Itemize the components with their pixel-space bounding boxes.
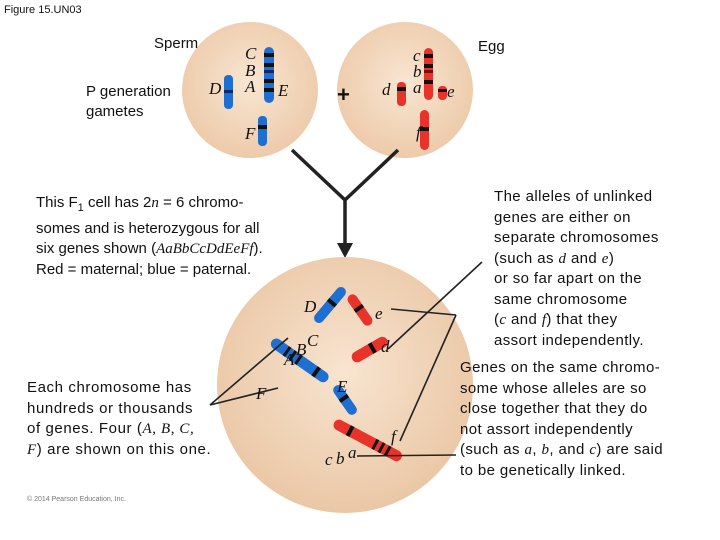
unlinked-caption-line-1: The alleles of unlinked	[494, 188, 653, 205]
f1-gene-f: f	[391, 427, 396, 446]
unlinked-caption: The alleles of unlinked genes are either…	[494, 187, 659, 351]
f1-gene-C: C	[307, 331, 319, 350]
figure-label: Figure 15.UN03	[4, 4, 82, 16]
chromosome-caption-line-4: F) are shown on this one.	[27, 440, 212, 458]
f1-gene-A: A	[284, 350, 295, 369]
unlinked-caption-line-3: separate chromosomes	[494, 229, 659, 246]
f1-caption-line-3: six genes shown (AaBbCcDdEeFf).	[36, 240, 263, 257]
unlinked-caption-line-2: genes are either on	[494, 208, 631, 226]
unlinked-caption-line-5: or so far apart on the	[494, 270, 643, 287]
linked-caption: Genes on the same chromo- some whose all…	[460, 358, 663, 481]
chromosome-caption-line-3: of genes. Four (A, B, C,	[27, 420, 195, 437]
p-generation-line-2: gametes	[86, 103, 144, 120]
sperm-label: Sperm	[154, 35, 199, 52]
fusion-arrow	[290, 148, 400, 245]
linked-caption-line-6: to be genetically linked.	[460, 461, 626, 479]
egg-label: Egg	[478, 38, 505, 55]
chromosome-caption-line-1: Each chromosome has	[27, 379, 192, 396]
f1-caption-line-1: This F1 cell has 2n = 6 chromo-	[36, 194, 244, 214]
linked-caption-line-2: some whose alleles are so	[460, 379, 647, 397]
f1-red-chromosome-e	[347, 294, 373, 326]
sperm-cell	[182, 22, 318, 158]
pointer-lines	[209, 261, 483, 457]
f1-gene-e: e	[375, 304, 383, 323]
chromosome-caption: Each chromosome has hundreds or thousand…	[27, 378, 211, 460]
sperm-gene-A: A	[245, 77, 256, 96]
f1-caption-line-4: Red = maternal; blue = paternal.	[36, 260, 252, 278]
egg-gene-a: a	[413, 78, 422, 97]
p-generation-label: P generation gametes	[86, 82, 171, 122]
f1-blue-chromosome-abc	[270, 338, 329, 383]
copyright-text: © 2014 Pearson Education, Inc.	[27, 496, 126, 503]
unlinked-caption-line-7: (c and f) that they	[494, 311, 618, 328]
plus-sign: +	[337, 82, 350, 107]
f1-gene-E: E	[337, 377, 348, 396]
f1-gene-B: B	[296, 340, 307, 359]
sperm-e-marker	[264, 88, 274, 92]
f1-gene-d: d	[381, 337, 390, 356]
linked-caption-line-1: Genes on the same chromo-	[460, 359, 661, 376]
f1-red-chromosome-abc	[333, 419, 402, 462]
linked-caption-line-3: close together that they do	[460, 400, 648, 417]
egg-chromosome-3	[438, 86, 447, 100]
unlinked-caption-line-6: same chromosome	[494, 290, 628, 308]
egg-chromosome-1	[397, 82, 406, 106]
egg-gene-c: c	[413, 46, 421, 65]
sperm-gene-D: D	[209, 79, 222, 98]
f1-gene-c: c	[325, 450, 333, 469]
egg-gene-d: d	[382, 80, 391, 99]
egg-gene-f: f	[416, 123, 421, 142]
f1-caption-line-2: somes and is heterozygous for all	[36, 219, 260, 237]
egg-gene-e: e	[447, 82, 455, 101]
f1-blue-chromosome-d	[314, 286, 346, 324]
f1-red-chromosome-d	[351, 336, 388, 363]
f1-gene-b: b	[336, 449, 345, 468]
linked-caption-line-4: not assort independently	[460, 420, 634, 438]
sperm-gene-E: E	[278, 81, 289, 100]
unlinked-caption-line-4: (such as d and e)	[494, 249, 615, 267]
f1-cell	[217, 257, 473, 513]
egg-chromosome-2	[424, 48, 433, 100]
egg-gene-b: b	[413, 62, 422, 81]
sperm-chromosome-2	[264, 47, 274, 103]
f1-gene-a: a	[348, 443, 357, 462]
fusion-arrowhead	[337, 243, 353, 258]
p-generation-line-1: P generation	[86, 83, 171, 100]
f1-gene-D: D	[304, 297, 317, 316]
egg-chromosome-4	[420, 110, 429, 150]
chromosome-caption-line-2: hundreds or thousands	[27, 399, 194, 417]
sperm-gene-C: C	[245, 44, 257, 63]
f1-blue-chromosome-e	[333, 385, 357, 415]
sperm-gene-B: B	[245, 61, 256, 80]
f1-caption: This F1 cell has 2n = 6 chromo- somes an…	[36, 193, 263, 280]
sperm-chromosome-3	[258, 116, 267, 146]
linked-caption-line-5: (such as a, b, and c) are said	[460, 441, 663, 458]
f1-gene-F: F	[256, 384, 267, 403]
sperm-gene-F: F	[245, 124, 256, 143]
unlinked-caption-line-8: assort independently.	[494, 331, 644, 349]
sperm-chromosome-1	[224, 75, 233, 109]
